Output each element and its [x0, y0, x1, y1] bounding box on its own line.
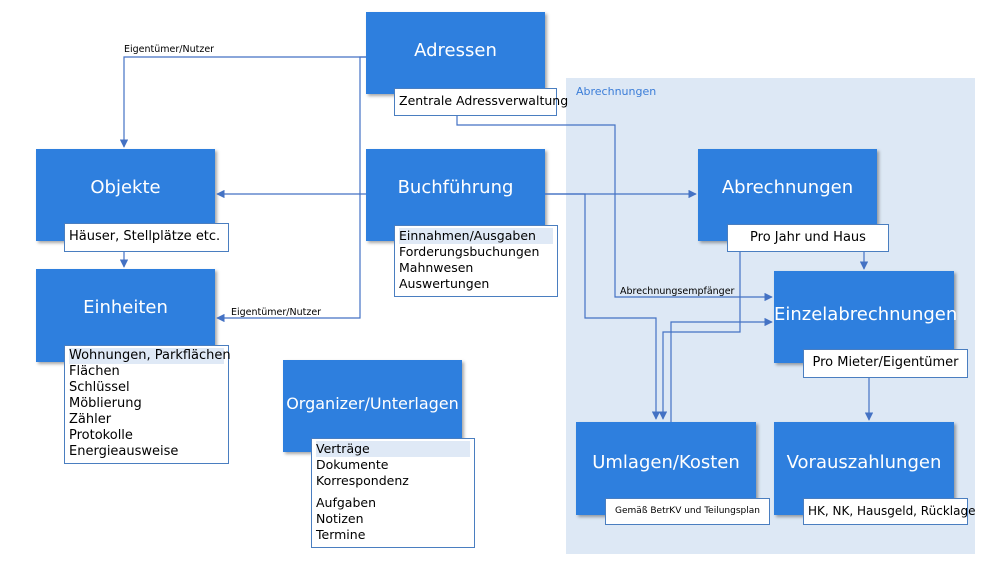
organizer-item: Verträge	[316, 441, 470, 457]
objekte-title: Objekte	[90, 177, 161, 198]
eigentuemer-label-bottom: Eigentümer/Nutzer	[231, 307, 322, 318]
vorauszahlungen-item: HK, NK, Hausgeld, Rücklage	[808, 504, 976, 518]
abrechnungen-detail-box: Pro Jahr und Haus	[727, 224, 889, 252]
einheiten-item: Zähler	[69, 412, 112, 427]
adressen-detail-box: Zentrale Adressverwaltung	[394, 88, 569, 116]
organizer-title: Organizer/Unterlagen	[286, 394, 459, 413]
buchfuehrung-item: Auswertungen	[399, 276, 490, 291]
umlagen-detail-box: Gemäß BetrKV und Teilungsplan	[605, 498, 770, 525]
abrechnungen-item: Pro Jahr und Haus	[750, 230, 866, 245]
organizer-item: Dokumente	[316, 457, 389, 472]
objekte-item: Häuser, Stellplätze etc.	[69, 229, 221, 244]
organizer-item: Aufgaben	[316, 495, 377, 510]
buchfuehrung-item: Mahnwesen	[399, 260, 474, 275]
organizer-node[interactable]: Organizer/Unterlagen	[283, 360, 462, 452]
einzelabrechnungen-title: Einzelabrechnungen	[774, 304, 958, 325]
einzelabrechnungen-node[interactable]: Einzelabrechnungen	[774, 271, 958, 363]
vorauszahlungen-title: Vorauszahlungen	[786, 452, 942, 473]
organizer-item: Korrespondenz	[316, 473, 409, 488]
einheiten-item: Möblierung	[69, 396, 142, 411]
einheiten-item: Schlüssel	[69, 380, 130, 395]
organizer-item: Notizen	[316, 511, 364, 526]
buchfuehrung-detail-box: Einnahmen/Ausgaben Forderungsbuchungen M…	[394, 225, 558, 297]
einheiten-item: Energieausweise	[69, 444, 179, 459]
umlagen-title: Umlagen/Kosten	[592, 452, 740, 473]
abrechnungen-region-label: Abrechnungen	[576, 85, 657, 98]
umlagen-item: Gemäß BetrKV und Teilungsplan	[615, 506, 760, 516]
vorauszahlungen-detail-box: HK, NK, Hausgeld, Rücklage	[803, 498, 976, 525]
einzelabrechnungen-detail-box: Pro Mieter/Eigentümer	[803, 349, 968, 378]
edge-adressen-einheiten	[216, 56, 366, 323]
buchfuehrung-title: Buchführung	[397, 177, 514, 198]
edge-adressen-objekte	[119, 56, 366, 148]
adressen-node[interactable]: Adressen	[366, 12, 545, 94]
buchfuehrung-item: Einnahmen/Ausgaben	[399, 228, 553, 244]
einheiten-item: Protokolle	[69, 428, 133, 443]
einzelabrechnungen-item: Pro Mieter/Eigentümer	[812, 355, 959, 370]
adressen-title: Adressen	[414, 40, 497, 61]
abrechnungsempfaenger-label: Abrechnungsempfänger	[620, 286, 735, 297]
abrechnungen-title: Abrechnungen	[721, 177, 854, 198]
einheiten-title: Einheiten	[83, 297, 168, 318]
objekte-detail-box: Häuser, Stellplätze etc.	[64, 223, 229, 252]
einheiten-detail-box: Wohnungen, Parkflächen Flächen Schlüssel…	[64, 345, 231, 464]
organizer-item: Termine	[316, 527, 366, 542]
buchfuehrung-item: Forderungsbuchungen	[399, 244, 540, 259]
organizer-detail-box: Verträge Dokumente Korrespondenz Aufgabe…	[311, 438, 475, 548]
einheiten-item: Wohnungen, Parkflächen	[69, 348, 231, 364]
adressen-item: Zentrale Adressverwaltung	[399, 93, 569, 108]
einheiten-item: Flächen	[69, 364, 120, 379]
eigentuemer-label-top: Eigentümer/Nutzer	[124, 44, 215, 55]
